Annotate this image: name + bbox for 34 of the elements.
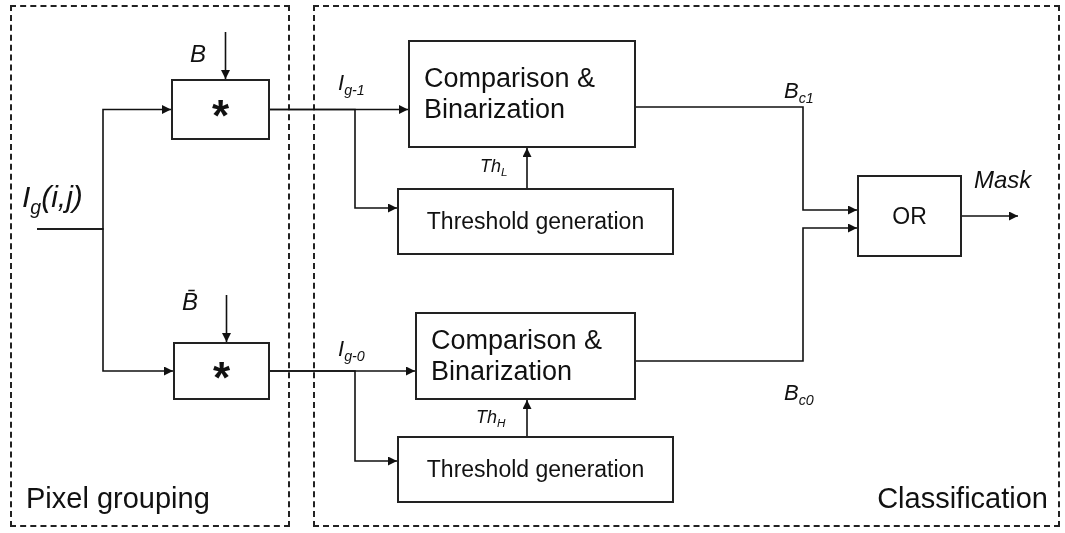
box-label: Comparison & Binarization [430,324,604,388]
operator-symbol: * [211,91,230,142]
edge-label: I$_{g}$(i,j) [22,182,83,218]
arrow [635,106,858,215]
box-label: Threshold generation [426,208,645,235]
edge-label: Th$_{L}$ [480,157,508,178]
arrow [635,223,858,362]
process-box [397,188,674,255]
arrow [522,399,532,437]
arrow [961,211,1019,221]
arrow [269,108,398,213]
edge-label: B$_{c1}$ [784,80,814,106]
process-box [415,312,636,400]
dashed-group-frame [313,5,1060,527]
process-box [397,436,674,503]
edge-label: I$_{g-0}$ [338,338,365,364]
operator-box [173,342,270,400]
arrow [269,370,398,466]
box-label: OR [892,202,927,230]
group-title: Pixel grouping [26,482,210,515]
arrow [221,31,230,80]
operator-box [171,79,270,140]
edge-label: I$_{g-1}$ [338,72,365,98]
edge-label: B$_{c0}$ [784,382,814,408]
operator-symbol: * [212,352,231,404]
box-label: Threshold generation [426,456,645,483]
group-title: Classification [877,482,1048,515]
arrow [222,294,231,343]
arrow [522,147,532,189]
process-box [408,40,636,148]
arrow [36,228,174,376]
edge-label: Th$_{H}$ [476,408,506,429]
process-box [857,175,962,257]
box-label: Comparison & Binarization [423,62,597,126]
